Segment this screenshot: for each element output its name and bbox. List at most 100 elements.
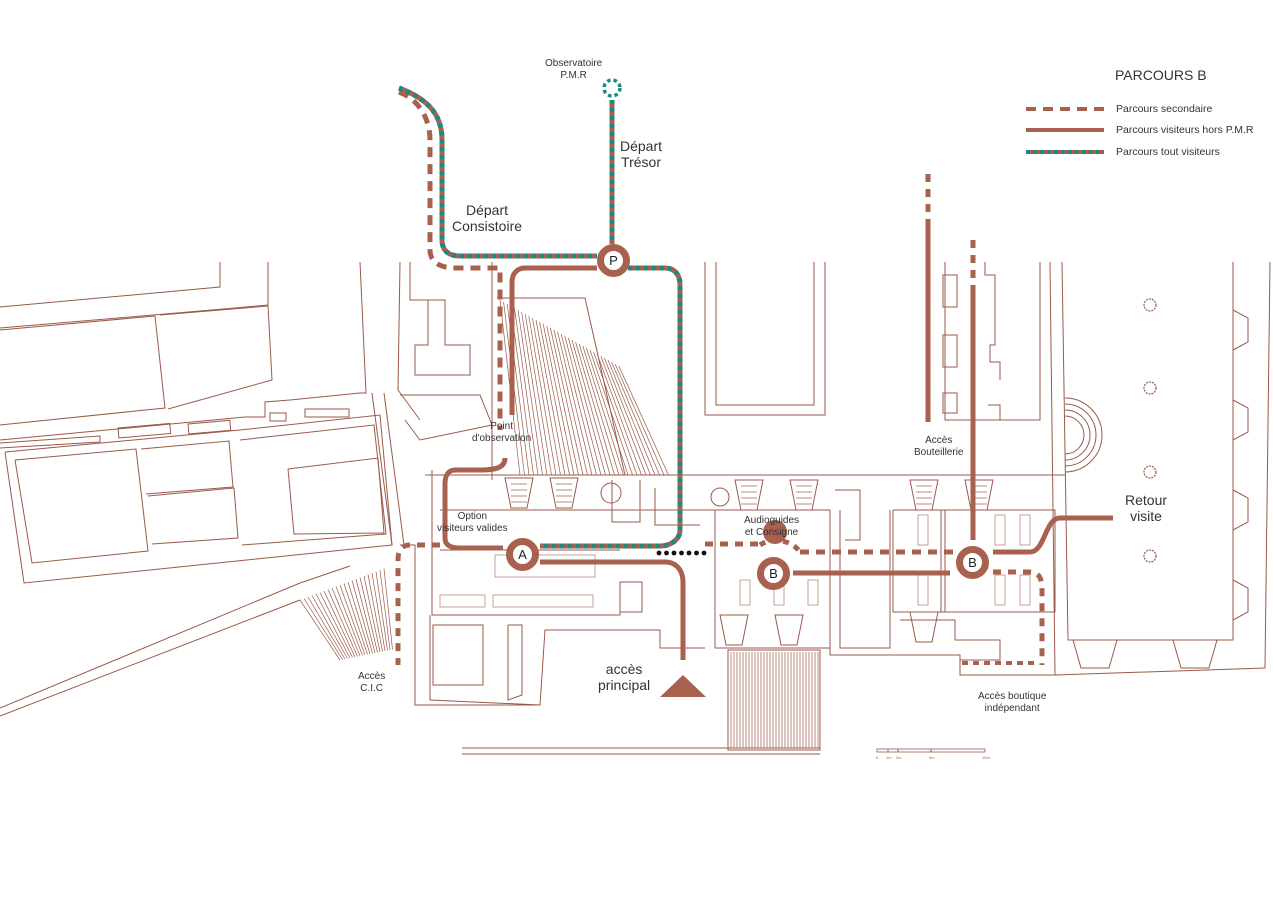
staircase-step <box>303 598 343 660</box>
buttress <box>1072 639 1118 669</box>
amphitheater-step <box>510 305 534 476</box>
legend-item-all-visitors: Parcours tout visiteurs <box>1026 145 1220 159</box>
amphitheater-step <box>560 333 597 476</box>
staircase-step <box>367 574 383 652</box>
staircase-step <box>379 569 391 651</box>
staircase-step <box>383 568 393 650</box>
facade-stair <box>734 479 764 511</box>
staircase-step <box>331 587 361 657</box>
facade-stair <box>909 611 939 643</box>
amphitheater-step <box>568 337 606 476</box>
buttress <box>1232 309 1249 351</box>
barrier-dot <box>701 550 707 556</box>
marker-b-east: B <box>956 546 989 579</box>
hall-columns <box>1143 298 1157 563</box>
scale-tick-label: 1m <box>886 755 892 760</box>
amphitheater-step <box>618 365 669 476</box>
facade-stair <box>964 479 994 511</box>
cic-staircase <box>0 565 393 717</box>
facade-stair <box>504 477 534 509</box>
staircase-step <box>335 586 363 656</box>
amphitheater-step <box>557 331 593 476</box>
amphitheater-step <box>521 311 548 476</box>
amphitheater-step <box>614 363 665 476</box>
barrier-dot <box>664 550 669 556</box>
west-wing-walls <box>0 261 421 584</box>
legend-title: PARCOURS B <box>1115 67 1207 83</box>
staircase-step <box>339 584 366 656</box>
amphitheater-step <box>546 325 579 476</box>
scale-tick-label: 0 <box>876 755 879 760</box>
buttress <box>1232 489 1249 531</box>
staircase-step <box>315 593 351 659</box>
staircase-step <box>359 577 378 653</box>
amphitheater-step <box>550 327 584 476</box>
scale-labels: 0 1m 2m 5m 10m <box>874 755 994 763</box>
staircase-step <box>323 590 356 658</box>
legend-swatch-teal <box>1026 150 1104 154</box>
scale-tick-label: 10m <box>982 755 990 760</box>
amphitheater-step <box>535 319 566 476</box>
amphitheater-step <box>578 343 620 476</box>
facade-stair <box>719 614 749 646</box>
amphitheater-step <box>586 347 629 476</box>
amphitheater-step <box>600 355 647 476</box>
amphitheater-step <box>542 323 575 476</box>
amphitheater-step <box>564 335 602 476</box>
amphitheater-step <box>528 315 557 476</box>
scale-tick-label: 2m <box>896 755 902 760</box>
marker-a: A <box>506 538 539 571</box>
marker-p: P <box>597 244 630 277</box>
amphitheater-step <box>611 361 660 476</box>
east-building-walls <box>714 262 1060 676</box>
staircase-step <box>319 592 353 658</box>
great-hall-walls <box>1049 261 1271 676</box>
front-steps <box>462 649 821 755</box>
legend-swatch-solid <box>1026 128 1104 132</box>
legend-label: Parcours secondaire <box>1116 103 1213 115</box>
courtyard-walls <box>704 262 826 416</box>
staircase-step <box>371 572 386 652</box>
amphitheater-step <box>604 357 651 476</box>
amphitheater-step <box>589 349 633 476</box>
legend-label: Parcours visiteurs hors P.M.R <box>1116 124 1254 136</box>
facade-stair <box>549 477 579 509</box>
staircase-step <box>327 589 358 657</box>
column <box>1143 381 1157 395</box>
staircase-step <box>307 596 346 660</box>
staircase-step <box>343 583 368 655</box>
scale-tick-label: 5m <box>929 755 935 760</box>
staircase-step <box>375 571 388 651</box>
column <box>1143 298 1157 312</box>
barrier-dot <box>656 550 662 556</box>
staircase-step <box>347 581 371 655</box>
amphitheater-step <box>596 353 642 476</box>
facade-stair <box>909 479 939 511</box>
entrance-triangle <box>660 675 706 697</box>
scale-bar <box>876 748 986 753</box>
amphitheater-step <box>532 317 561 476</box>
staircase-step <box>311 595 348 659</box>
amphitheater-step <box>582 345 624 476</box>
routes <box>395 78 1113 697</box>
amphitheater-step <box>607 359 656 476</box>
legend-swatch-dashed <box>1026 107 1104 111</box>
column <box>1143 549 1157 563</box>
amphitheater-step <box>553 329 588 476</box>
amphitheater-step <box>517 309 543 476</box>
amphitheater-step <box>539 321 570 476</box>
marker-b-west: B <box>757 557 790 590</box>
barrier-dot <box>671 550 677 556</box>
staircase-step <box>351 580 373 654</box>
buttress <box>1172 639 1218 669</box>
